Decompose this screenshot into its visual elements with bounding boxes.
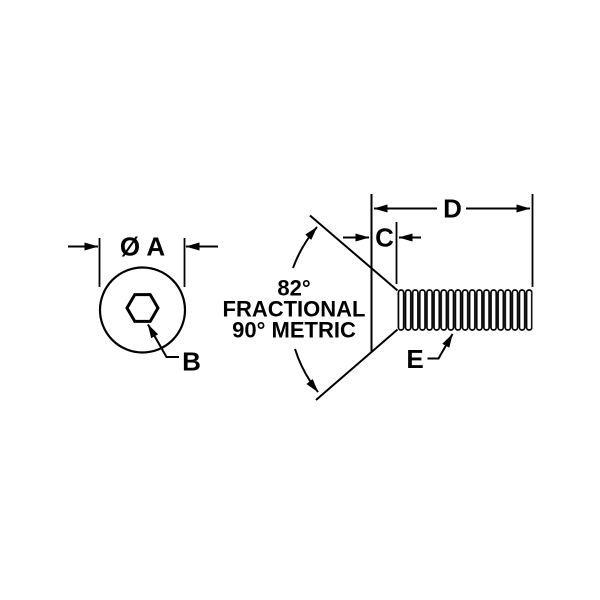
thread-e-label: E: [406, 344, 423, 374]
angle-arc-top-arrow: [292, 226, 318, 269]
countersink-top-edge: [309, 214, 399, 292]
angle-arc-bottom-arrow: [294, 348, 319, 393]
countersink-bottom-edge: [315, 328, 399, 401]
length-d-label: D: [443, 194, 462, 224]
leader-e-arrow: [427, 333, 454, 360]
diameter-a-label: Ø A: [120, 232, 165, 262]
socket-b-label: B: [182, 347, 201, 377]
threaded-shank: [397, 289, 533, 331]
head-top-view: [68, 238, 218, 358]
angle-note-line2: FRACTIONAL: [223, 297, 366, 322]
head-height-c-label: C: [375, 223, 394, 253]
angle-note-line3: 90° METRIC: [232, 318, 356, 343]
leader-b-arrow: [147, 324, 179, 358]
screw-side-view: [292, 194, 534, 401]
angle-note-line1: 82°: [277, 276, 310, 301]
hex-socket: [125, 293, 160, 323]
screw-head-circle: [98, 266, 187, 354]
